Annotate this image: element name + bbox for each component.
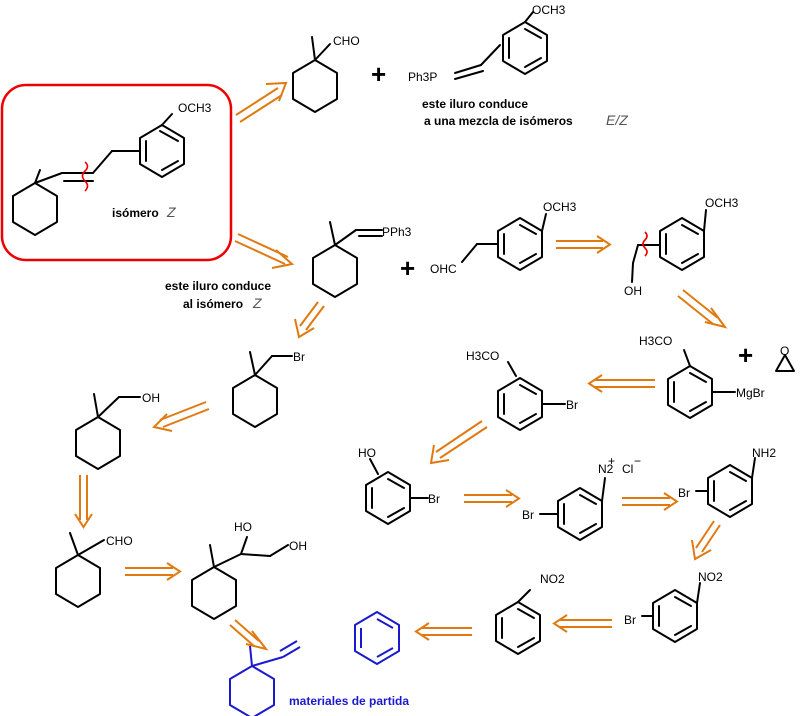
arrow-l-d	[125, 562, 182, 581]
arrow-r2-c	[587, 374, 655, 393]
plus-sign: +	[738, 340, 753, 370]
arrow-r2-e	[464, 489, 521, 508]
label-oh: OH	[142, 391, 160, 405]
target-molecule	[12, 113, 185, 236]
arrow-l-c	[74, 475, 93, 529]
label-br: Br	[293, 350, 305, 364]
arrow-l-e	[229, 619, 269, 651]
label-cho: CHO	[106, 534, 133, 548]
label-mgbr: MgBr	[736, 386, 765, 400]
bromonitrobenzene	[641, 582, 701, 643]
epoxide	[775, 354, 795, 372]
label-ho: HO	[234, 520, 252, 534]
note-ylide-ez-1: este iluro conduce	[422, 97, 528, 111]
aryl-bromide-methoxy	[497, 361, 566, 431]
arrow-target-to-route2	[234, 233, 295, 269]
aldehyde-2	[461, 213, 547, 271]
arrow-l-a	[294, 301, 325, 339]
note-starting-materials: materiales de partida	[289, 694, 409, 708]
diazonium	[539, 477, 606, 541]
bromophenol	[365, 458, 429, 525]
note-ylide-ez-2: a una mezcla de isómeros	[424, 114, 573, 128]
alcohol-1	[631, 209, 707, 283]
label-och3: OCH3	[178, 101, 212, 115]
label-h3co: H3CO	[466, 349, 499, 363]
plus-sign: +	[371, 59, 386, 89]
disconnection-mark	[81, 161, 89, 192]
label-h3co: H3CO	[639, 334, 672, 348]
plus-sign: +	[400, 253, 415, 283]
label-nh2: NH2	[752, 446, 776, 460]
bromide	[232, 351, 293, 428]
note-ylide-z-1: este iluro conduce	[165, 279, 271, 293]
label-och3: OCH3	[705, 196, 739, 210]
label-ph3p: Ph3P	[408, 70, 437, 84]
ylide-ez	[454, 11, 548, 80]
arrow-r2-g	[691, 520, 721, 561]
label-o: O	[780, 344, 789, 358]
label-ohc: OHC	[430, 262, 457, 276]
arrow-r2-h	[552, 614, 612, 633]
target-highlight-box	[0, 83, 233, 262]
label-och3: OCH3	[543, 200, 577, 214]
aldehyde-1	[292, 36, 338, 113]
diol	[191, 536, 289, 620]
nitrobenzene	[495, 589, 541, 655]
charge-plus: +	[608, 454, 615, 468]
label-br: Br	[522, 508, 534, 522]
aldehyde-3	[55, 532, 105, 608]
label-no2: NO2	[698, 570, 723, 584]
note-ylide-z-2: al isómero	[183, 297, 243, 311]
grignard	[667, 349, 736, 419]
arrow-l-b	[152, 401, 210, 432]
benzene-starting	[354, 611, 400, 665]
ylide-z	[312, 221, 383, 298]
vinyl-cyclohexane-starting	[229, 640, 301, 716]
label-pph3: PPh3	[382, 225, 412, 239]
alcohol-2	[75, 393, 141, 470]
note-ez: E/Z	[606, 112, 628, 128]
label-br: Br	[624, 613, 636, 627]
label-ho: HO	[358, 446, 376, 460]
arrow-r2-d	[429, 420, 488, 465]
arrow-r2-f	[622, 492, 679, 511]
label-oh: OH	[289, 539, 307, 553]
label-cho: CHO	[333, 34, 360, 48]
charge-minus: −	[634, 454, 641, 468]
bromoaniline	[695, 457, 756, 518]
arrow-r2-a	[556, 235, 612, 254]
target-z-label: Z	[166, 204, 176, 220]
note-z: Z	[252, 295, 262, 311]
label-cl: Cl	[622, 462, 633, 476]
label-n2: N2	[598, 462, 614, 476]
label-och3: OCH3	[532, 3, 566, 17]
label-oh: OH	[624, 284, 642, 298]
label-br: Br	[428, 492, 440, 506]
arrow-r2-b	[677, 289, 728, 329]
label-br: Br	[678, 486, 690, 500]
label-br: Br	[566, 398, 578, 412]
label-no2: NO2	[540, 572, 565, 586]
target-caption: isómero	[112, 206, 159, 220]
arrow-target-to-route1	[235, 81, 288, 123]
arrow-r2-i	[414, 622, 472, 641]
